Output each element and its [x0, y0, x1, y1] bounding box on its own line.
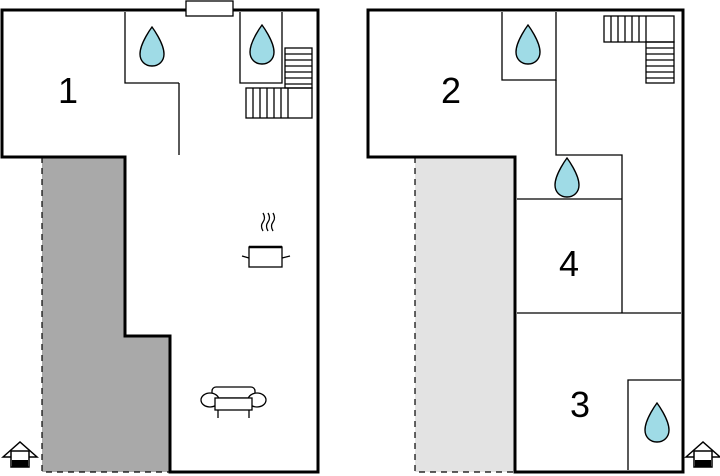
- bathroom-3-wall: [501, 12, 557, 81]
- bathroom-5-wall: [627, 379, 681, 470]
- terrace-boundary-right: [414, 157, 515, 473]
- outer-wall-right: [366, 8, 685, 474]
- water-drop-icon: [139, 25, 165, 67]
- water-drop-icon: [249, 23, 275, 65]
- stairs-icon: [245, 47, 313, 119]
- terrace-boundary-left: [41, 157, 170, 473]
- stairs-icon: [603, 15, 675, 84]
- bathroom-1-wall: [124, 12, 179, 84]
- outer-wall-left: [0, 8, 320, 474]
- terrace-area-right: [415, 157, 515, 472]
- terrace-area-left: [42, 157, 170, 472]
- bedroom-2-wall: [555, 80, 623, 313]
- room-number-1: 1: [58, 70, 78, 111]
- house-entrance-icon: [684, 440, 720, 468]
- window: [185, 0, 234, 17]
- room-number-4: 4: [559, 243, 579, 284]
- water-drop-icon: [644, 401, 670, 443]
- sofa-icon: [200, 386, 267, 418]
- floor-plan-right: 2 4 3: [366, 8, 720, 474]
- house-entrance-icon: [1, 440, 39, 468]
- floor-plan-left: 1: [0, 0, 320, 474]
- water-drop-icon: [554, 156, 580, 198]
- water-drop-icon: [515, 23, 541, 65]
- cooking-pot-icon: [241, 212, 291, 268]
- room-number-2: 2: [441, 70, 461, 111]
- room-number-3: 3: [570, 384, 590, 425]
- bathroom-2-wall: [239, 12, 283, 84]
